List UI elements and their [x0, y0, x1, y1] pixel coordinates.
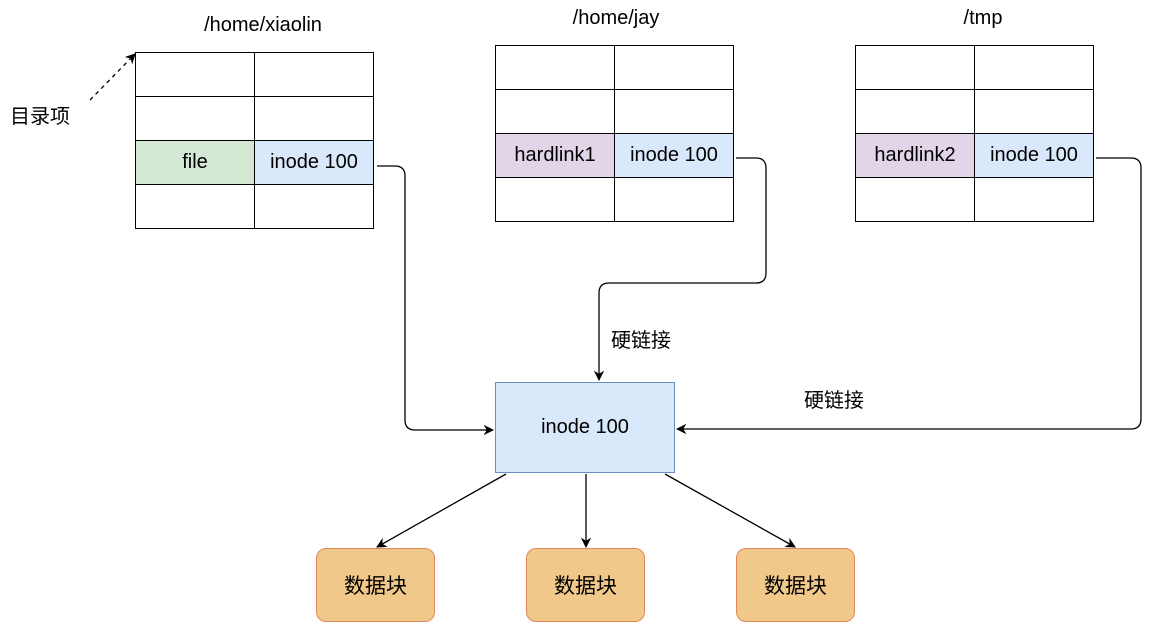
- data-block-label: 数据块: [554, 574, 617, 598]
- directory-table-tmp: hardlink2 inode 100: [855, 45, 1094, 222]
- inode-ref-cell: inode 100: [614, 133, 734, 178]
- table-cell: [495, 89, 615, 134]
- inode-box: inode 100: [495, 382, 675, 473]
- table-cell: [614, 89, 734, 134]
- inode-label: inode 100: [541, 416, 629, 438]
- table-row: file inode 100: [135, 140, 374, 185]
- table-cell: [855, 45, 975, 90]
- table-cell: [855, 177, 975, 222]
- data-block: 数据块: [736, 548, 855, 622]
- data-block-label: 数据块: [344, 574, 407, 598]
- dir-title-tmp: /tmp: [963, 7, 1003, 29]
- dir-entry-arrow: [89, 53, 136, 101]
- hardlink-arrow-tmp: [675, 157, 1142, 435]
- table-cell: [614, 45, 734, 90]
- data-block-label: 数据块: [764, 574, 827, 598]
- dir-entry-label: 目录项: [10, 104, 70, 128]
- table-cell: [855, 89, 975, 134]
- link-arrow-xiaolin: [377, 165, 495, 436]
- hardlink-name-cell: hardlink2: [855, 133, 975, 178]
- table-cell: [254, 184, 374, 229]
- file-name-cell: file: [135, 140, 255, 185]
- table-cell: [495, 177, 615, 222]
- table-row: [495, 89, 734, 134]
- table-row: [135, 96, 374, 141]
- table-row: [495, 177, 734, 222]
- block-arrow-left: [376, 473, 507, 548]
- table-cell: [135, 96, 255, 141]
- directory-table-home-xiaolin: file inode 100: [135, 52, 374, 229]
- table-row: [855, 177, 1094, 222]
- table-row: [495, 45, 734, 90]
- hardlink-label-jay: 硬链接: [611, 328, 671, 352]
- table-cell: [974, 177, 1094, 222]
- directory-table-home-jay: hardlink1 inode 100: [495, 45, 734, 222]
- dir-title-home-jay: /home/jay: [572, 7, 660, 29]
- block-arrow-right: [664, 473, 796, 548]
- table-row: [135, 184, 374, 229]
- table-cell: [614, 177, 734, 222]
- inode-ref-cell: inode 100: [254, 140, 374, 185]
- data-block: 数据块: [526, 548, 645, 622]
- table-cell: [495, 45, 615, 90]
- table-cell: [974, 89, 1094, 134]
- hardlink-arrow-jay: [593, 157, 767, 382]
- table-row: [855, 89, 1094, 134]
- data-block: 数据块: [316, 548, 435, 622]
- hardlink-label-tmp: 硬链接: [804, 388, 864, 412]
- table-row: [855, 45, 1094, 90]
- table-cell: [254, 96, 374, 141]
- dir-title-home-xiaolin: /home/xiaolin: [204, 14, 322, 36]
